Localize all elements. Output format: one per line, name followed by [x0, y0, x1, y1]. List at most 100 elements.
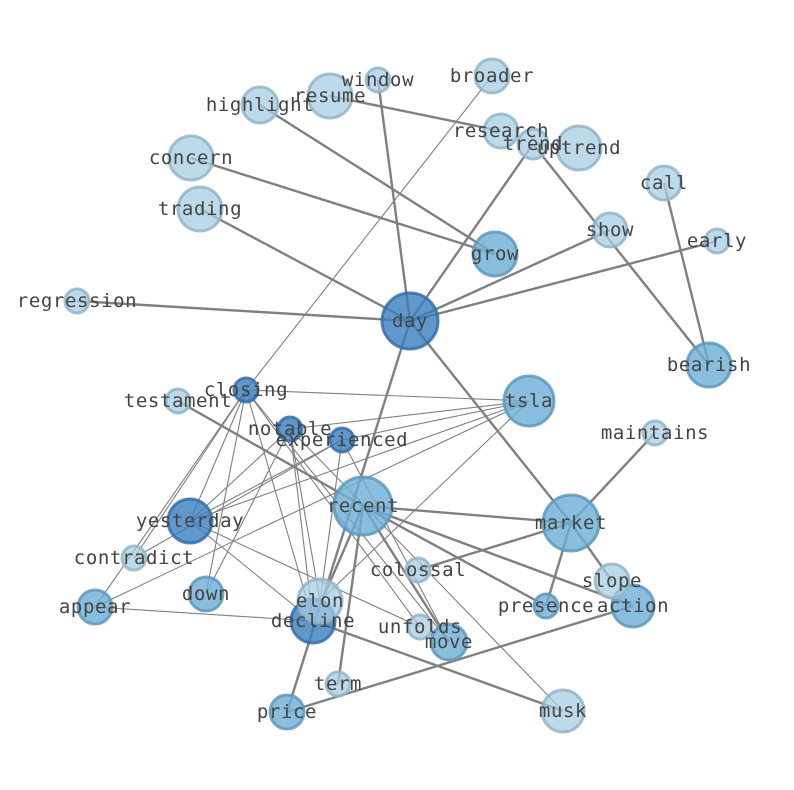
node-broader[interactable] — [473, 57, 511, 95]
node-slope[interactable] — [593, 562, 631, 600]
node-bearish[interactable] — [685, 341, 733, 389]
node-label-concern: concern — [149, 147, 233, 169]
node-label-recent: recent — [327, 495, 399, 517]
node-label-action: action — [597, 595, 669, 617]
node-maintains[interactable] — [641, 419, 669, 447]
edge-highlight-grow — [259, 103, 496, 256]
node-resume[interactable] — [306, 72, 354, 120]
node-concern[interactable] — [167, 134, 215, 182]
edge-day-early — [409, 239, 718, 323]
node-recent[interactable] — [332, 475, 394, 537]
node-label-market: market — [535, 512, 607, 534]
node-regression[interactable] — [63, 287, 91, 315]
node-label-broader: broader — [450, 65, 534, 87]
node-label-unfolds: unfolds — [378, 616, 462, 638]
edge-recent-action — [362, 504, 634, 608]
node-tsla[interactable] — [502, 374, 556, 428]
edge-experienced-yesterday — [189, 439, 343, 522]
edge-day-trading — [199, 207, 411, 323]
node-move[interactable] — [429, 622, 469, 662]
node-contradict[interactable] — [120, 544, 148, 572]
edge-yesterday-unfolds — [189, 520, 421, 628]
edge-closing-broader — [245, 75, 493, 391]
node-label-contradict: contradict — [74, 547, 194, 569]
node-label-elon: elon — [296, 590, 344, 612]
node-market[interactable] — [541, 493, 601, 553]
node-label-uptrend: uptrend — [537, 137, 621, 159]
node-label-early: early — [687, 230, 747, 252]
edge-day-trend — [409, 143, 534, 322]
node-label-down: down — [182, 583, 230, 605]
node-label-move: move — [425, 631, 473, 653]
node-presence[interactable] — [532, 592, 560, 620]
node-term[interactable] — [324, 670, 352, 698]
edge-closing-yesterday — [189, 389, 247, 522]
node-musk[interactable] — [540, 688, 586, 734]
edge-decline-musk — [312, 619, 564, 713]
node-label-musk: musk — [539, 700, 587, 722]
node-notable[interactable] — [276, 415, 304, 443]
edge-yesterday-tsla — [189, 400, 530, 522]
node-label-slope: slope — [582, 570, 642, 592]
node-yesterday[interactable] — [166, 497, 214, 545]
edge-appear-decline — [94, 606, 314, 622]
node-label-presence: presence — [498, 595, 594, 617]
edge-experienced-elon — [319, 439, 343, 602]
edge-closing-tsla — [245, 389, 530, 402]
node-early[interactable] — [703, 227, 731, 255]
node-label-trading: trading — [158, 198, 242, 220]
node-grow[interactable] — [471, 230, 519, 278]
node-day[interactable] — [380, 291, 440, 351]
node-label-price: price — [257, 701, 317, 723]
node-highlight[interactable] — [240, 85, 280, 125]
node-show[interactable] — [591, 211, 629, 249]
node-label-bearish: bearish — [667, 354, 751, 376]
node-down[interactable] — [187, 575, 225, 613]
node-closing[interactable] — [232, 376, 260, 404]
node-unfolds[interactable] — [406, 613, 434, 641]
edge-recent-testament — [177, 399, 364, 508]
node-label-grow: grow — [471, 243, 519, 265]
node-colossal[interactable] — [404, 556, 432, 584]
node-research[interactable] — [482, 112, 520, 150]
edge-notable-down — [205, 428, 291, 595]
edge-experienced-tsla — [341, 400, 530, 441]
node-layer — [63, 57, 733, 734]
edge-call-bearish — [662, 182, 711, 366]
node-testament[interactable] — [164, 387, 192, 415]
node-label-tsla: tsla — [505, 390, 553, 412]
edge-day-regression — [76, 299, 411, 323]
edge-closing-decline — [245, 389, 314, 622]
node-label-trend: trend — [503, 133, 563, 155]
edge-day-show — [409, 228, 611, 323]
node-label-day: day — [392, 310, 428, 332]
edge-tsla-appear — [94, 400, 530, 608]
node-trend[interactable] — [516, 127, 550, 161]
edge-notable-tsla — [289, 400, 530, 430]
node-trading[interactable] — [176, 185, 224, 233]
label-layer: dayrecentmarkettslayesterdaydeclinegrowb… — [17, 65, 751, 723]
edge-yesterday-decline — [189, 520, 314, 622]
node-label-research: research — [453, 120, 549, 142]
node-label-maintains: maintains — [601, 422, 709, 444]
node-appear[interactable] — [76, 588, 114, 626]
node-call[interactable] — [645, 164, 683, 202]
node-label-notable: notable — [248, 418, 332, 440]
edge-recent-presence — [362, 504, 547, 608]
edge-notable-elon — [289, 428, 321, 602]
node-label-call: call — [640, 172, 688, 194]
node-elon[interactable] — [296, 577, 344, 625]
node-experienced[interactable] — [328, 426, 356, 454]
edge-tsla-elon — [319, 400, 530, 602]
node-uptrend[interactable] — [555, 124, 603, 172]
node-label-yesterday: yesterday — [136, 510, 244, 532]
node-label-experienced: experienced — [276, 429, 408, 451]
node-label-colossal: colossal — [370, 559, 466, 581]
edge-experienced-move — [341, 439, 450, 643]
node-label-window: window — [342, 69, 414, 91]
node-window[interactable] — [364, 66, 392, 94]
node-price[interactable] — [268, 693, 306, 731]
edge-closing-down — [205, 389, 247, 595]
edge-day-market — [409, 320, 572, 524]
